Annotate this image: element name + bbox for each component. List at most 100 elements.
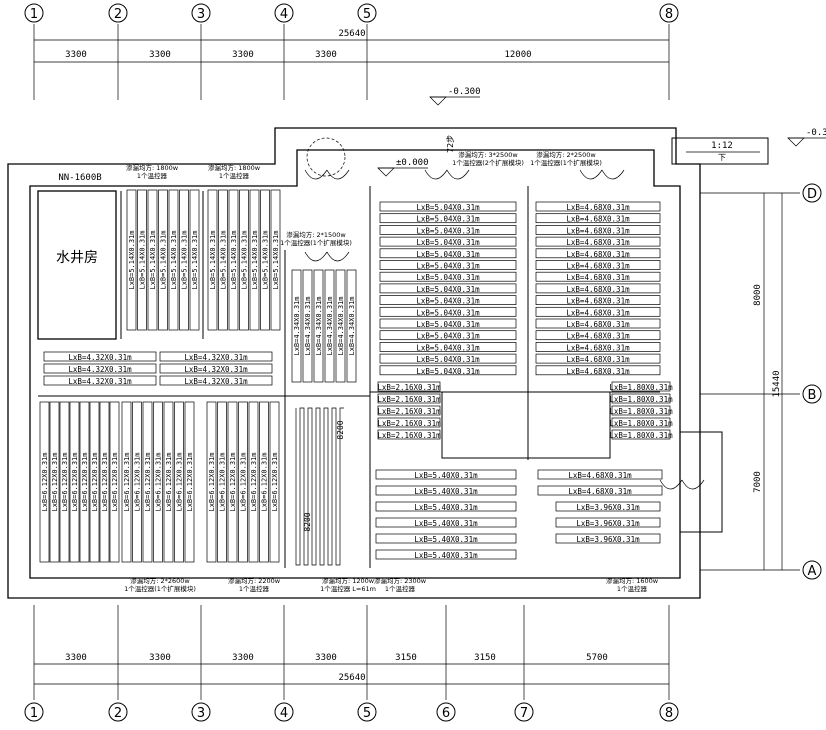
dimension-lines <box>33 24 800 700</box>
mat-216-4: LxB=2.16X0.31m <box>377 431 441 440</box>
dim-bottom-seg-6: 5700 <box>586 653 608 663</box>
mat-ul-a-4-box <box>168 189 179 331</box>
mat-main-left-2-box <box>379 225 517 235</box>
well-room-label: 水井房 <box>56 250 98 266</box>
mat-west-a-2-box <box>43 375 157 386</box>
mat-mid-2: LxB=4.34X0.31m <box>315 296 323 355</box>
axis-bottom-4-circle <box>274 702 294 722</box>
dim-top-seg-1: 3300 <box>149 50 171 60</box>
mat-468-b: LxB=4.68X0.31m <box>568 487 632 496</box>
mat-main-right-8: LxB=4.68X0.31m <box>566 297 630 306</box>
mat-180-0-box <box>611 381 671 392</box>
mat-180-4: LxB=1.80X0.31m <box>609 431 673 440</box>
mat-west-b-0: LxB=4.32X0.31m <box>184 353 248 362</box>
mat-180-2: LxB=1.80X0.31m <box>609 407 673 416</box>
pwr-b-a-power: 渗漏均方: 2*2600w <box>130 576 190 585</box>
mat-main-left-8-box <box>379 295 517 305</box>
axis-top-2-circle <box>108 3 128 23</box>
mat-main-left-13: LxB=5.04X0.31m <box>416 355 480 364</box>
mat-bl-a-5-box <box>89 401 100 563</box>
mat-bl-a-6: LxB=6.12X0.31m <box>101 452 109 511</box>
mat-bl-c-2: LxB=6.12X0.31m <box>229 452 237 511</box>
mat-bl-c-6: LxB=6.12X0.31m <box>271 452 279 511</box>
mat-main-right-10: LxB=4.68X0.31m <box>566 320 630 329</box>
mat-main-right-13: LxB=4.68X0.31m <box>566 355 630 364</box>
mat-main-left-1-box <box>379 213 517 224</box>
mat-bl-a-3-box <box>69 401 80 563</box>
mat-main-left-6: LxB=5.04X0.31m <box>416 273 480 282</box>
mat-bl-c-2-box <box>227 401 238 563</box>
mat-main-left-1: LxB=5.04X0.31m <box>416 215 480 224</box>
axis-bottom-1-circle <box>24 702 44 722</box>
mat-main-right-4: LxB=4.68X0.31m <box>566 250 630 259</box>
mat-main-left-11: LxB=5.04X0.31m <box>416 332 480 341</box>
mat-396-1-box <box>555 517 661 528</box>
level-outside-top: -0.300 <box>448 87 481 97</box>
mat-180-4-box <box>611 429 671 440</box>
mat-bl-a-0-box <box>39 401 50 563</box>
mat-west-b-1: LxB=4.32X0.31m <box>184 365 248 374</box>
mat-ul-b-0-box <box>207 189 218 331</box>
axis-right-D-circle <box>802 183 822 203</box>
axis-bottom-8: 8 <box>665 706 673 721</box>
mat-ul-b-3: LxB=5.14X0.31m <box>241 230 249 289</box>
mat-west-a-1-box <box>43 363 157 374</box>
dim-bottom-seg-2: 3300 <box>232 653 254 663</box>
dim-bottom-seg-3: 3300 <box>315 653 337 663</box>
mat-ul-a-1: LxB=5.14X0.31m <box>139 230 147 289</box>
mat-main-left-12-box <box>379 342 517 352</box>
axis-top-1-circle <box>24 3 44 23</box>
mat-bl-c-5: LxB=6.12X0.31m <box>261 452 269 511</box>
mat-540-2: LxB=5.40X0.31m <box>414 503 478 512</box>
mat-180-1: LxB=1.80X0.31m <box>609 395 673 404</box>
dim-top-total-text: 25640 <box>338 29 365 39</box>
mat-540-5: LxB=5.40X0.31m <box>414 551 478 560</box>
right-bump <box>679 431 723 533</box>
mat-216-3: LxB=2.16X0.31m <box>377 419 441 428</box>
axis-bottom-6-circle <box>436 702 456 722</box>
mat-bl-b-1-box <box>132 401 142 563</box>
mat-216-1: LxB=2.16X0.31m <box>377 395 441 404</box>
mat-bl-c-0: LxB=6.12X0.31m <box>208 452 216 511</box>
mat-main-right-0-box <box>535 201 661 212</box>
axis-bottom-2: 2 <box>114 706 122 721</box>
pwr-b-c-ctrl: 1个温控器 L=61m <box>320 584 376 593</box>
mat-bl-c-3: LxB=6.12X0.31m <box>240 452 248 511</box>
mat-180-3: LxB=1.80X0.31m <box>609 419 673 428</box>
mat-main-left-11-box <box>379 330 517 341</box>
mat-ul-b-1: LxB=5.14X0.31m <box>220 230 228 289</box>
mat-main-left-12: LxB=5.04X0.31m <box>416 343 480 352</box>
mat-bl-a-6-box <box>99 401 110 563</box>
mat-ul-a-4: LxB=5.14X0.31m <box>170 230 178 289</box>
mat-bl-a-4-box <box>79 401 90 563</box>
mat-bl-b-1: LxB=6.12X0.31m <box>134 452 142 511</box>
mat-bl-c-4: LxB=6.12X0.31m <box>250 452 258 511</box>
dim-right-8000: 8000 <box>753 284 763 306</box>
mat-bl-a-2: LxB=6.12X0.31m <box>61 452 69 511</box>
mat-180-1-box <box>611 393 671 404</box>
mat-ul-a-5-box <box>179 189 189 331</box>
axis-bottom-8-circle <box>659 702 679 722</box>
mat-540-0: LxB=5.40X0.31m <box>414 471 478 480</box>
unit-model: NN-1600B <box>58 173 101 183</box>
axis-bottom-3-circle <box>191 702 211 722</box>
mat-180-3-box <box>611 417 671 428</box>
dim-top-seg-0: 3300 <box>65 50 87 60</box>
mat-ul-a-6-box <box>189 189 200 331</box>
axis-top-2: 2 <box>114 7 122 22</box>
level-outside-top-mark <box>429 96 447 106</box>
mat-west-b-2: LxB=4.32X0.31m <box>184 377 248 386</box>
mat-216-4-box <box>377 429 441 440</box>
level-floor: ±0.000 <box>396 158 429 168</box>
walls <box>7 96 826 599</box>
mat-main-right-3-box <box>535 236 661 247</box>
mat-ul-b-4-box <box>249 189 260 331</box>
mat-main-left-13-box <box>379 353 517 364</box>
mat-main-left-10-box <box>379 318 517 329</box>
ramp <box>671 137 769 165</box>
mat-bl-a-2-box <box>59 401 70 563</box>
mat-bl-b-6-box <box>184 401 195 563</box>
mat-540-1-box <box>375 485 517 496</box>
mat-bl-b-4: LxB=6.12X0.31m <box>165 452 173 511</box>
axis-bottom-5-circle <box>357 702 377 722</box>
